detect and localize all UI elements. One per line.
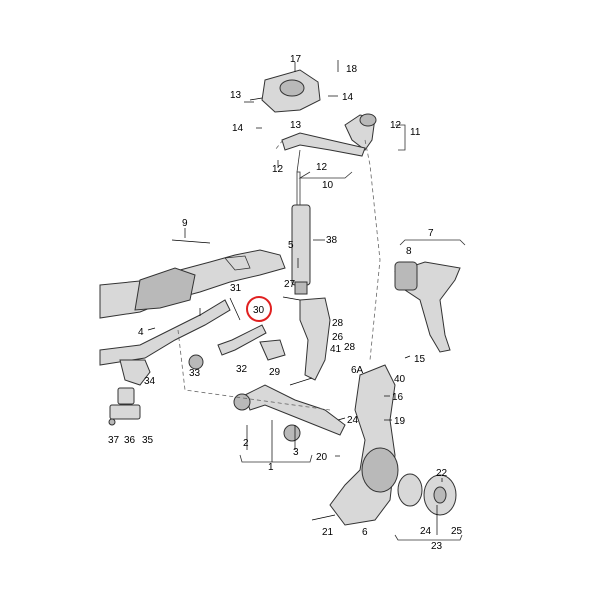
label-32: 32	[236, 364, 248, 375]
label-37: 37	[108, 435, 120, 446]
leader-lines	[147, 62, 443, 535]
upper-arm-link	[281, 132, 366, 157]
label-12c: 12	[316, 162, 328, 173]
label-28a: 28	[332, 318, 344, 329]
label-14b: 14	[342, 92, 354, 103]
label-12a: 12	[390, 120, 402, 131]
label-17: 17	[290, 54, 302, 65]
label-6b: 6	[362, 527, 368, 538]
label-26: 26	[332, 332, 344, 343]
wheel-hub	[397, 473, 457, 516]
label-34: 34	[144, 376, 156, 387]
label-30: 30	[253, 305, 265, 316]
label-27: 27	[284, 279, 296, 290]
label-35: 35	[142, 435, 154, 446]
shock-absorber	[291, 171, 311, 295]
label-5a: 5	[288, 240, 294, 251]
label-28b: 28	[344, 342, 356, 353]
label-11: 11	[410, 127, 421, 138]
label-16: 16	[392, 392, 404, 403]
bushings-left	[108, 387, 141, 426]
label-41: 41	[330, 344, 342, 355]
upper-arm-right	[344, 113, 377, 151]
label-40: 40	[394, 374, 406, 385]
label-20: 20	[316, 452, 328, 463]
label-8: 8	[406, 246, 412, 257]
label-38: 38	[326, 235, 338, 246]
upper-mount	[261, 69, 321, 113]
label-25: 25	[451, 526, 463, 537]
label-21: 21	[322, 527, 334, 538]
bolts	[171, 60, 339, 521]
label-24b: 24	[420, 526, 432, 537]
label-13a: 13	[230, 90, 242, 101]
label-9: 9	[182, 218, 188, 229]
label-23: 23	[431, 541, 443, 552]
fork	[299, 297, 331, 381]
label-24a: 24	[347, 415, 359, 426]
toe-link	[188, 324, 286, 370]
label-19: 19	[394, 416, 406, 427]
label-4: 4	[138, 327, 144, 338]
label-1: 1	[268, 462, 274, 473]
label-15: 15	[414, 354, 426, 365]
label-29: 29	[269, 367, 281, 378]
label-6A: 6A	[351, 365, 364, 376]
label-18: 18	[346, 64, 358, 75]
label-3: 3	[293, 447, 299, 458]
label-22: 22	[436, 468, 448, 479]
label-13b: 13	[290, 120, 302, 131]
right-control-arm	[394, 261, 461, 353]
subframe	[99, 249, 286, 319]
label-36: 36	[124, 435, 136, 446]
sway-bar	[99, 299, 231, 386]
callout-labels: 17 18 13 14 14 13 12 11 12 12 10 9 38 8 …	[108, 54, 463, 552]
label-2: 2	[243, 438, 249, 449]
label-10: 10	[322, 180, 334, 191]
label-7: 7	[428, 228, 434, 239]
lower-arm	[233, 384, 346, 442]
label-14a: 14	[232, 123, 244, 134]
steering-knuckle	[329, 364, 399, 526]
label-12b: 12	[272, 164, 284, 175]
label-31: 31	[230, 283, 242, 294]
highlight-circle	[246, 296, 272, 322]
label-33: 33	[189, 368, 201, 379]
